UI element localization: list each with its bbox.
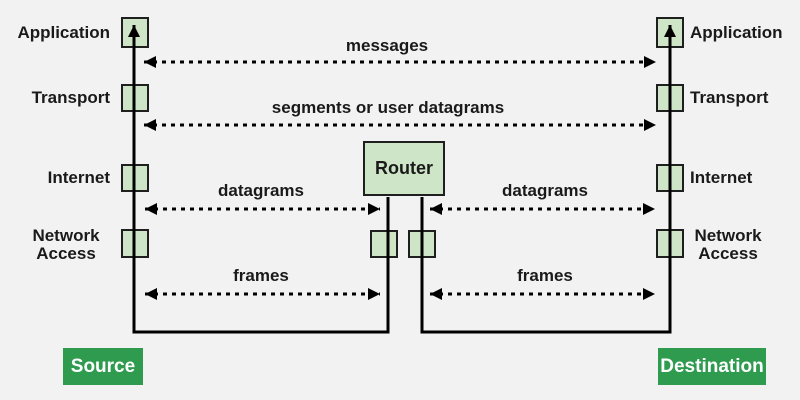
frames-label-right: frames: [517, 266, 573, 285]
layer-box-internet-right: [656, 164, 684, 192]
router-network-access-box-left: [370, 230, 398, 258]
destination-badge: Destination: [658, 348, 766, 385]
router-label: Router: [375, 158, 433, 178]
datagrams-label-left: datagrams: [218, 181, 304, 200]
layer-box-network-access-right: [656, 229, 684, 258]
layer-box-internet-left: [121, 164, 149, 192]
router-box: Router: [363, 141, 445, 196]
segments-label: segments or user datagrams: [271, 98, 505, 117]
layer-label-transport-left: Transport: [31, 88, 110, 107]
layer-label-internet-right: Internet: [690, 168, 753, 187]
layer-box-application-left: [121, 17, 149, 48]
layer-label-application-left: Application: [17, 23, 110, 42]
router-network-access-box-right: [408, 230, 436, 258]
frames-label-left: frames: [233, 266, 289, 285]
messages-label: messages: [345, 36, 429, 55]
layer-box-application-right: [656, 17, 684, 48]
source-badge: Source: [63, 348, 143, 385]
layer-label-network-access-right: Network Access: [694, 226, 762, 263]
layer-label-application-right: Application: [690, 23, 783, 42]
layer-label-network-access-left: Network Access: [32, 226, 100, 263]
datagrams-label-right: datagrams: [502, 181, 588, 200]
layer-box-transport-left: [121, 84, 149, 112]
layer-box-network-access-left: [121, 229, 149, 258]
layer-label-internet-left: Internet: [47, 168, 110, 187]
layer-box-transport-right: [656, 84, 684, 112]
layer-label-transport-right: Transport: [690, 88, 769, 107]
